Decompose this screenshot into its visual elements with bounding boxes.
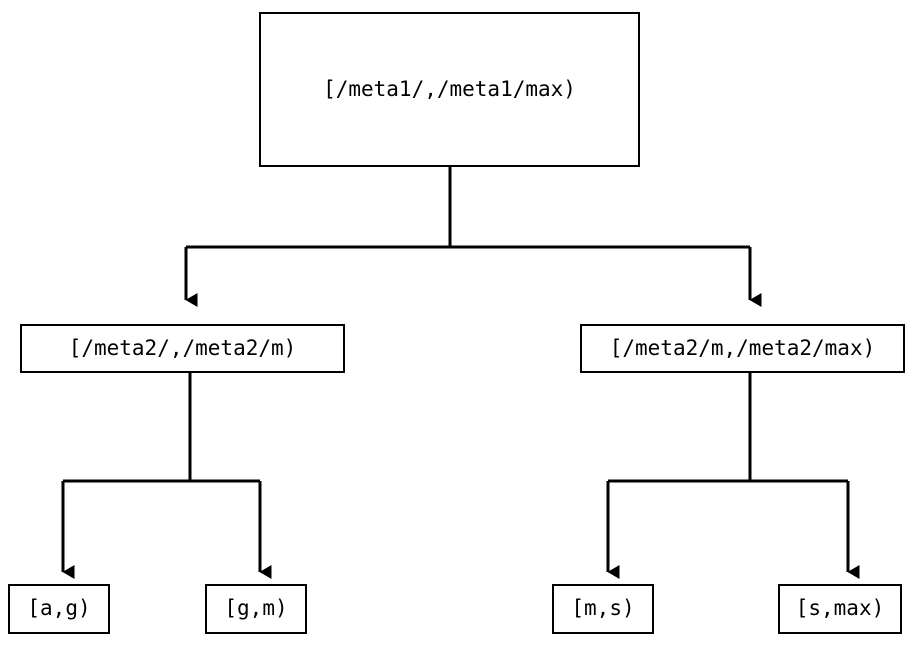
tree-node-root-label: [/meta1/,/meta1/max) <box>323 76 576 101</box>
tree-node-mid-left-label: [/meta2/,/meta2/m) <box>68 335 297 360</box>
tree-node-leaf-ag-label: [a,g) <box>27 596 91 621</box>
edge-mid-left-to-leaves <box>61 373 272 579</box>
tree-node-leaf-smax[interactable]: [s,max) <box>778 584 902 634</box>
tree-node-leaf-gm[interactable]: [g,m) <box>205 584 307 634</box>
tree-node-leaf-gm-label: [g,m) <box>224 596 288 621</box>
edge-mid-right-to-leaves <box>606 373 860 579</box>
tree-node-leaf-ms[interactable]: [m,s) <box>552 584 654 634</box>
tree-node-root[interactable]: [/meta1/,/meta1/max) <box>259 12 640 167</box>
tree-node-mid-left[interactable]: [/meta2/,/meta2/m) <box>20 324 345 373</box>
tree-node-mid-right[interactable]: [/meta2/m,/meta2/max) <box>580 324 905 373</box>
edge-root-to-children <box>184 167 762 307</box>
tree-node-leaf-ms-label: [m,s) <box>571 596 635 621</box>
tree-node-leaf-smax-label: [s,max) <box>795 596 885 621</box>
tree-node-leaf-ag[interactable]: [a,g) <box>8 584 110 634</box>
tree-node-mid-right-label: [/meta2/m,/meta2/max) <box>609 335 876 360</box>
